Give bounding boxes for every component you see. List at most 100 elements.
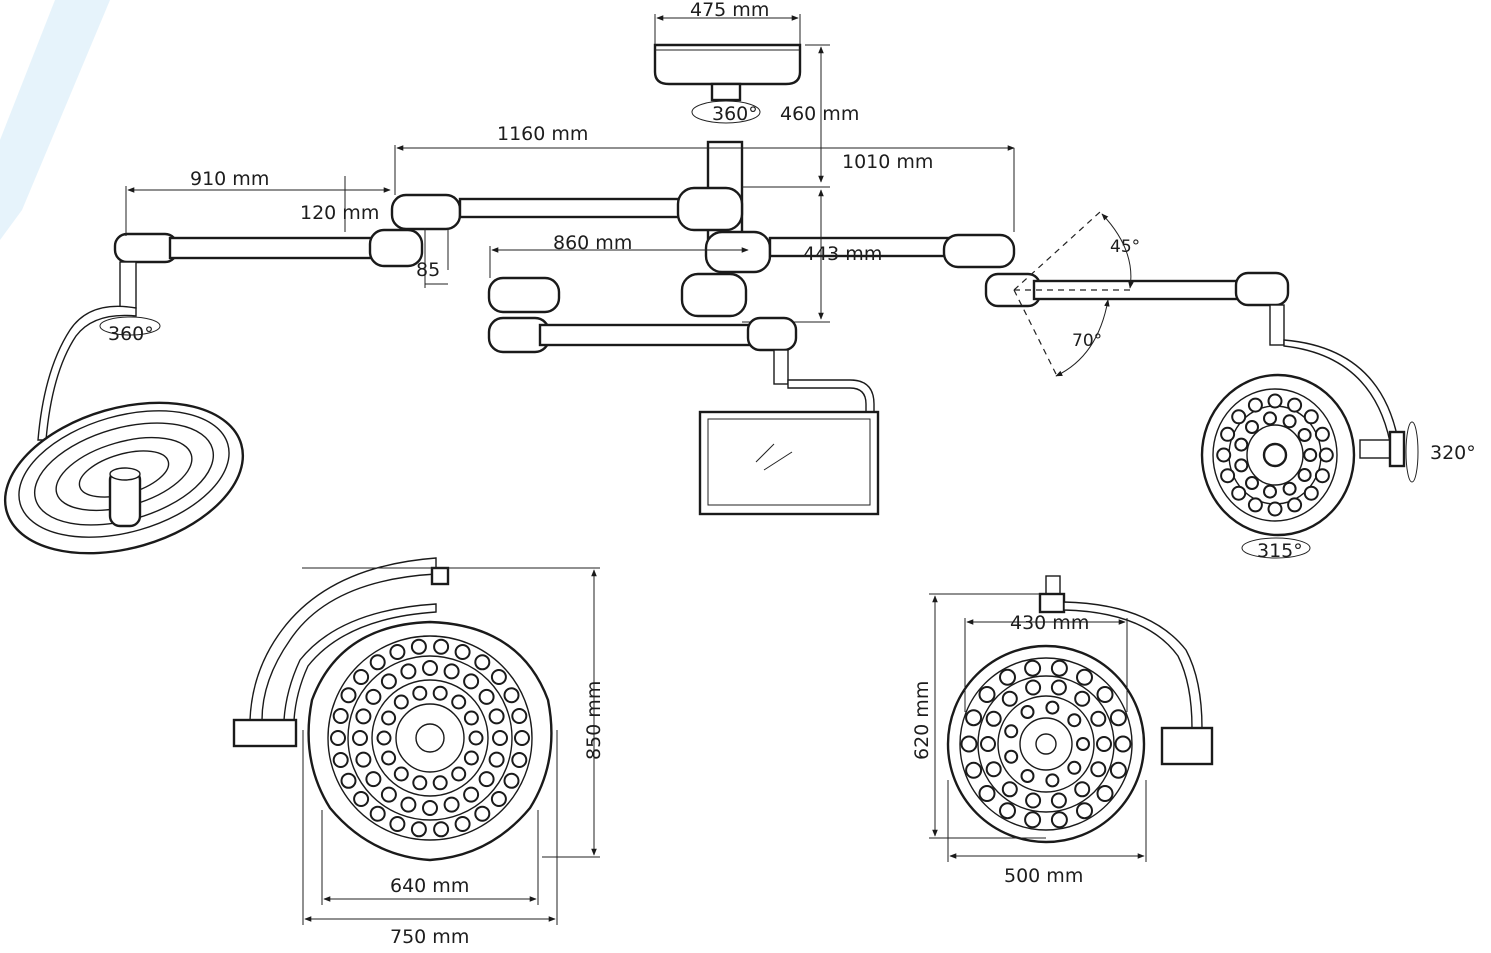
led-lamp <box>999 802 1016 820</box>
led-lamp <box>1297 468 1312 482</box>
led-lamp <box>1297 428 1312 442</box>
led-lamp <box>511 708 528 724</box>
led-lamp <box>965 761 983 779</box>
led-lamp <box>503 772 520 789</box>
dim-ceiling-height: 460 mm <box>780 103 859 125</box>
led-lamp <box>443 663 460 680</box>
led-lamp <box>468 730 484 746</box>
rotation-left-head: 360° <box>108 323 154 345</box>
led-lamp <box>1024 811 1042 829</box>
led-lamp <box>389 816 406 832</box>
right-extension-arm <box>984 211 1399 453</box>
led-lamp <box>492 730 508 746</box>
led-lamp <box>332 752 349 768</box>
led-lamp <box>433 638 450 655</box>
led-lamp <box>985 761 1002 778</box>
led-lamp <box>1216 447 1232 463</box>
dim-small-head-outer-width: 500 mm <box>1004 865 1083 887</box>
led-lamp <box>478 688 495 705</box>
led-lamp <box>1020 705 1035 719</box>
led-lamp <box>978 686 996 703</box>
led-lamp <box>1247 497 1263 513</box>
led-lamp <box>365 688 382 705</box>
led-lamp <box>1067 760 1082 775</box>
led-lamp <box>463 750 479 766</box>
led-lamp <box>1318 447 1334 463</box>
large-head-front-view <box>232 557 600 925</box>
dim-left-arm-offset: 120 mm <box>300 202 379 224</box>
led-lamp <box>422 800 438 816</box>
led-lamp <box>488 751 505 768</box>
led-lamp <box>463 710 479 726</box>
led-lamp <box>1074 781 1091 798</box>
led-lamp <box>443 796 460 813</box>
led-lamp <box>369 805 386 822</box>
led-lamp <box>410 821 427 838</box>
led-lamp <box>332 708 349 724</box>
rotation-ceiling: 360° <box>712 103 758 125</box>
left-light-head <box>3 305 245 555</box>
led-lamp <box>1076 802 1093 820</box>
led-lamp <box>412 775 428 791</box>
led-array <box>330 393 1334 838</box>
led-lamp <box>463 786 480 803</box>
led-lamp <box>514 730 530 746</box>
led-lamp <box>365 771 382 788</box>
led-lamp <box>478 771 495 788</box>
led-lamp <box>1050 679 1067 696</box>
led-lamp <box>1245 476 1259 490</box>
led-lamp <box>1076 668 1093 686</box>
led-lamp <box>400 663 417 680</box>
led-lamp <box>393 766 409 782</box>
led-lamp <box>1001 690 1018 707</box>
led-lamp <box>999 668 1016 686</box>
led-lamp <box>433 821 450 838</box>
led-lamp <box>355 708 372 725</box>
led-lamp <box>380 673 397 690</box>
led-lamp <box>393 694 409 710</box>
led-lamp <box>340 772 357 789</box>
led-lamp <box>1004 724 1019 739</box>
led-lamp <box>1267 501 1283 517</box>
led-lamp <box>330 730 346 746</box>
upper-arm <box>390 145 1015 232</box>
led-lamp <box>1067 713 1082 728</box>
led-lamp <box>1001 781 1018 798</box>
decorative-blue-band <box>0 0 110 240</box>
led-lamp <box>978 785 996 802</box>
led-lamp <box>1045 773 1060 788</box>
led-lamp <box>454 816 471 832</box>
led-lamp <box>1050 792 1067 809</box>
dim-large-head-height: 850 mm <box>583 681 605 760</box>
led-lamp <box>454 644 471 660</box>
led-lamp <box>353 791 370 807</box>
led-lamp <box>1076 737 1090 751</box>
angle-arm-down: 70° <box>1072 331 1102 351</box>
led-lamp <box>1096 686 1114 703</box>
rotation-right-head: 315° <box>1257 540 1303 562</box>
led-lamp <box>410 638 427 655</box>
led-lamp <box>1109 709 1127 727</box>
left-arm <box>113 176 449 309</box>
led-lamp <box>503 687 520 704</box>
dim-large-head-inner-width: 640 mm <box>390 875 469 897</box>
led-lamp <box>1220 426 1236 442</box>
led-lamp <box>376 730 392 746</box>
led-lamp <box>1096 785 1114 802</box>
dim-upper-arm: 1160 mm <box>497 123 588 145</box>
led-lamp <box>1282 481 1297 496</box>
dim-ceiling-width: 475 mm <box>690 0 769 21</box>
led-lamp <box>432 685 448 701</box>
led-lamp <box>1263 484 1277 499</box>
led-lamp <box>1020 769 1035 783</box>
led-lamp <box>381 710 397 726</box>
led-lamp <box>389 644 406 660</box>
dim-large-head-outer-width: 750 mm <box>390 926 469 948</box>
led-lamp <box>1245 420 1259 434</box>
led-lamp <box>474 805 491 822</box>
led-lamp <box>1090 710 1107 727</box>
led-lamp <box>400 796 417 813</box>
angle-arm-up: 45° <box>1110 237 1140 257</box>
led-lamp <box>432 775 448 791</box>
led-lamp <box>1096 736 1112 752</box>
